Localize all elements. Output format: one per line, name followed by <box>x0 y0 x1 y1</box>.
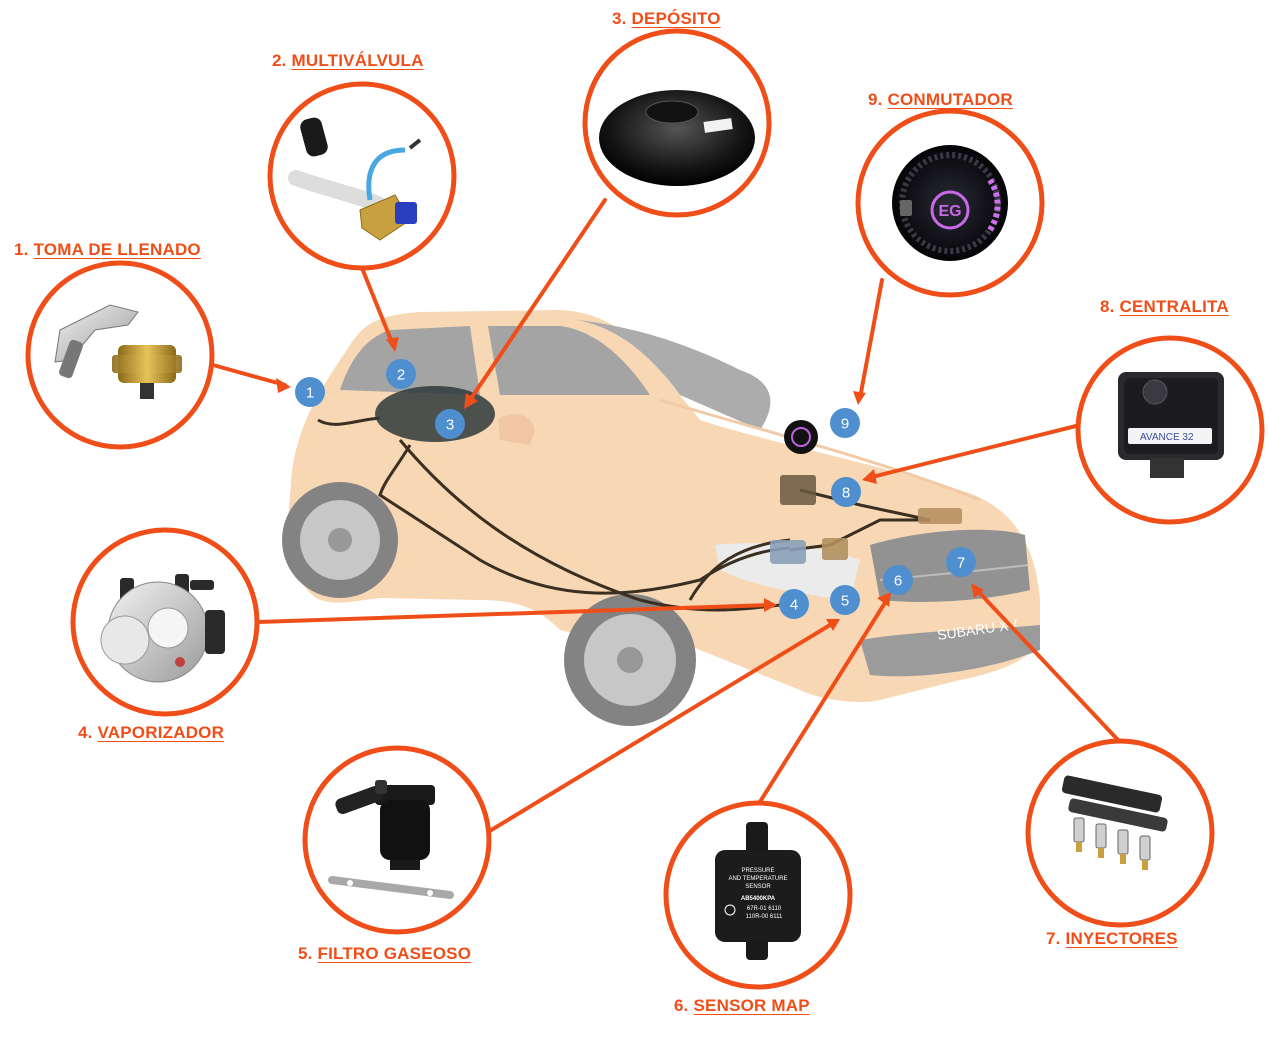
label-name: DEPÓSITO <box>631 9 721 28</box>
connector-lines <box>211 198 1120 834</box>
injectors-icon <box>1061 775 1168 870</box>
label-toma-de-llenado[interactable]: 1. TOMA DE LLENADO <box>14 240 201 260</box>
marker-1[interactable]: 1 <box>295 377 325 407</box>
label-name: VAPORIZADOR <box>97 723 225 742</box>
ecu-brand-label: AVANCE 32 <box>1140 432 1194 443</box>
label-number: 1. <box>14 240 29 259</box>
ecu-circle: AVANCE 32 <box>1075 335 1265 525</box>
injectors-on-car <box>918 508 962 524</box>
vaporizer-circle <box>70 527 260 717</box>
sensor-line-5: 67R-01 6110 <box>747 906 782 912</box>
svg-text:6: 6 <box>894 573 902 590</box>
filler-circle <box>25 260 215 450</box>
label-inyectores[interactable]: 7. INYECTORES <box>1046 929 1178 949</box>
label-number: 3. <box>612 9 627 28</box>
arrowheads <box>276 337 984 631</box>
vaporizer-on-car <box>770 538 848 564</box>
svg-text:8: 8 <box>842 485 850 502</box>
label-name: CENTRALITA <box>1119 297 1229 316</box>
marker-5[interactable]: 5 <box>830 585 860 615</box>
label-sensor-map[interactable]: 6. SENSOR MAP <box>674 996 810 1016</box>
svg-text:3: 3 <box>446 417 454 434</box>
tank-on-car <box>375 386 495 442</box>
marker-6[interactable]: 6 <box>883 565 913 595</box>
sensor-line-1: PRESSURE <box>741 868 774 874</box>
label-number: 4. <box>78 723 93 742</box>
gas-filter-icon <box>328 780 454 899</box>
label-multivalvula[interactable]: 2. MULTIVÁLVULA <box>272 51 424 71</box>
rear-wheel <box>282 482 398 598</box>
label-name: INYECTORES <box>1065 929 1178 948</box>
svg-text:4: 4 <box>790 597 798 614</box>
multivalve-circle <box>267 81 457 271</box>
label-name: MULTIVÁLVULA <box>291 51 424 70</box>
injectors-circle <box>1025 738 1215 928</box>
label-filtro-gaseoso[interactable]: 5. FILTRO GASEOSO <box>298 944 471 964</box>
label-number: 2. <box>272 51 287 70</box>
label-number: 9. <box>868 90 883 109</box>
toroidal-tank-icon <box>599 90 755 186</box>
switch-on-car <box>784 420 818 454</box>
marker-4[interactable]: 4 <box>779 589 809 619</box>
sensor-line-6: 110R-00 6111 <box>746 914 783 920</box>
gas-filter-circle <box>302 745 492 935</box>
filler-nozzle-icon <box>54 304 182 399</box>
map-sensor-icon: PRESSURE AND TEMPERATURE SENSOR AB5400KP… <box>715 822 801 960</box>
label-name: CONMUTADOR <box>887 90 1013 109</box>
ecu-on-car <box>780 475 816 505</box>
svg-text:2: 2 <box>397 367 405 384</box>
sensor-line-2: AND TEMPERATURE <box>728 876 787 882</box>
svg-text:5: 5 <box>841 593 849 610</box>
label-conmutador[interactable]: 9. CONMUTADOR <box>868 90 1013 110</box>
car-windshield <box>560 318 771 430</box>
sensor-line-3: SENSOR <box>745 884 771 890</box>
label-number: 7. <box>1046 929 1061 948</box>
vaporizer-icon <box>100 574 225 683</box>
label-deposito[interactable]: 3. DEPÓSITO <box>612 9 721 29</box>
switch-circle: EG <box>855 108 1045 298</box>
label-name: FILTRO GASEOSO <box>317 944 472 963</box>
sensor-line-4: AB5400KPA <box>741 896 776 902</box>
svg-text:EG: EG <box>938 203 961 220</box>
map-sensor-circle: PRESSURE AND TEMPERATURE SENSOR AB5400KP… <box>663 800 853 990</box>
marker-2[interactable]: 2 <box>386 359 416 389</box>
switch-icon: EG <box>892 145 1008 261</box>
label-centralita[interactable]: 8. CENTRALITA <box>1100 297 1229 317</box>
marker-9[interactable]: 9 <box>830 408 860 438</box>
ecu-icon: AVANCE 32 <box>1118 372 1224 478</box>
label-name: SENSOR MAP <box>693 996 810 1015</box>
svg-text:1: 1 <box>306 385 314 402</box>
front-wheel <box>564 594 696 726</box>
label-number: 8. <box>1100 297 1115 316</box>
label-number: 5. <box>298 944 313 963</box>
marker-8[interactable]: 8 <box>831 477 861 507</box>
marker-3[interactable]: 3 <box>435 409 465 439</box>
multivalve-icon <box>288 117 422 241</box>
label-number: 6. <box>674 996 689 1015</box>
svg-text:7: 7 <box>957 555 965 572</box>
marker-7[interactable]: 7 <box>946 547 976 577</box>
tank-circle <box>582 28 772 218</box>
label-vaporizador[interactable]: 4. VAPORIZADOR <box>78 723 224 743</box>
label-name: TOMA DE LLENADO <box>33 240 201 259</box>
svg-text:9: 9 <box>841 416 849 433</box>
markers: 1 2 3 4 5 6 7 8 9 <box>295 359 976 619</box>
